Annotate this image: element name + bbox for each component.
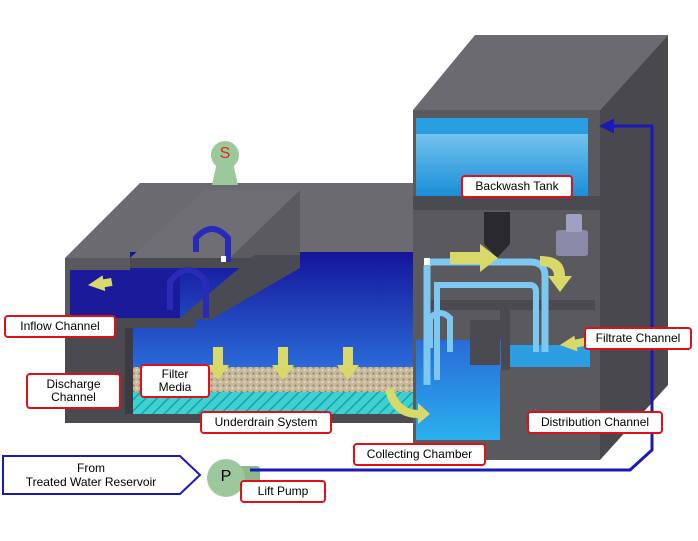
- tower-side: [600, 35, 668, 460]
- tower-top: [413, 35, 668, 110]
- discharge-channel-text-2: Channel: [51, 390, 96, 404]
- filtrate-channel-water: [505, 345, 590, 367]
- backwash-tank-label: Backwash Tank: [461, 175, 573, 198]
- backwash-outlet-pipe: [484, 212, 510, 244]
- tower-floor-upper: [413, 196, 600, 210]
- siphon-valve-icon: [211, 141, 239, 185]
- flow-arrow-inflow: [88, 275, 113, 292]
- flow-arrows: [88, 244, 589, 424]
- discharge-channel-text-1: Discharge: [46, 377, 101, 391]
- siphon-pipe-1: [193, 226, 231, 262]
- filtrate-channel-label: Filtrate Channel: [584, 327, 692, 350]
- flow-arrow-to-chamber: [385, 388, 430, 424]
- pool-left-wall: [125, 328, 133, 423]
- filter-media-label: Filter Media: [140, 364, 210, 398]
- siphon-pipe-cap: [221, 256, 226, 262]
- reservoir-inlet-arrow: [2, 455, 202, 495]
- discharge-channel-label: Discharge Channel: [26, 373, 121, 409]
- filtrate-channel-wall: [500, 300, 510, 370]
- collecting-chamber-text: Collecting Chamber: [366, 447, 473, 461]
- flow-arrow-filtrate: [559, 335, 589, 352]
- backwash-pipe-branch: [427, 310, 453, 352]
- collecting-chamber-label: Collecting Chamber: [353, 443, 486, 466]
- distribution-channel-text: Distribution Channel: [540, 415, 650, 429]
- underdrain-system-text: Underdrain System: [214, 415, 318, 429]
- backwash-outlet-nozzle: [484, 244, 510, 258]
- backwash-pipe-secondary: [434, 282, 539, 380]
- backwash-valve: [556, 214, 588, 256]
- siphon-pipe-2: [167, 267, 209, 318]
- filter-media-text-1: Filter: [161, 367, 189, 381]
- flow-arrow-curve-down: [540, 256, 572, 292]
- filter-media-text-2: Media: [158, 380, 192, 394]
- siphon-valve-symbol: S: [219, 145, 231, 162]
- chamber-step-1: [470, 320, 500, 365]
- distribution-channel-label: Distribution Channel: [527, 411, 663, 434]
- reservoir-text-1: From: [77, 461, 105, 475]
- inflow-channel-text: Inflow Channel: [20, 319, 100, 333]
- backwash-tank-text: Backwash Tank: [475, 179, 559, 193]
- inflow-channel-label: Inflow Channel: [4, 315, 116, 338]
- pump-symbol: P: [220, 468, 232, 485]
- inflow-channel-floor: [65, 318, 195, 328]
- inflow-channel-water: [70, 270, 180, 318]
- chamber-step-2: [500, 370, 530, 445]
- filtrate-channel-text: Filtrate Channel: [595, 331, 681, 345]
- flow-arrow-down-2: [272, 347, 294, 380]
- flow-arrow-down-1: [207, 347, 229, 380]
- backwash-pipe-cap: [424, 258, 430, 265]
- trough-front: [130, 258, 300, 268]
- reservoir-text-2: Treated Water Reservoir: [25, 475, 157, 489]
- backwash-tank-surface: [416, 118, 588, 134]
- underdrain-system-label: Underdrain System: [200, 411, 332, 434]
- return-line: [250, 118, 654, 472]
- trough-side: [230, 190, 300, 258]
- tower-ledge: [430, 300, 595, 310]
- trough-bottom: [180, 255, 300, 320]
- lift-pump-label: Lift Pump: [240, 480, 326, 503]
- flow-arrow-down-3: [337, 347, 359, 380]
- flow-arrow-right: [450, 244, 498, 272]
- lift-pump-text: Lift Pump: [257, 484, 309, 498]
- treated-water-reservoir-label: From Treated Water Reservoir: [6, 459, 176, 491]
